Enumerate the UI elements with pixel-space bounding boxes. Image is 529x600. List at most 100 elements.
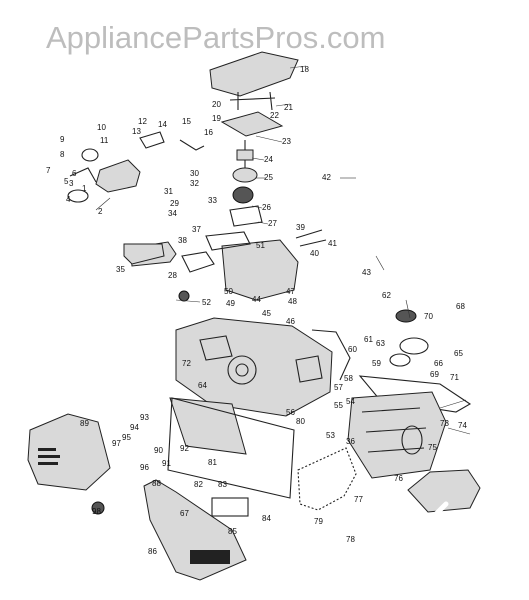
rear-handle bbox=[407, 469, 481, 513]
callout-14: 14 bbox=[158, 120, 167, 129]
callout-59: 59 bbox=[372, 359, 381, 368]
callout-65: 65 bbox=[454, 349, 463, 358]
callout-98: 98 bbox=[92, 507, 101, 516]
callout-11: 11 bbox=[100, 136, 109, 145]
leader-lines bbox=[95, 65, 471, 435]
callout-47: 47 bbox=[286, 287, 295, 296]
callout-67: 67 bbox=[180, 509, 189, 518]
callout-78: 78 bbox=[346, 535, 355, 544]
callout-91: 91 bbox=[162, 459, 171, 468]
callout-15: 15 bbox=[182, 117, 191, 126]
callout-96: 96 bbox=[140, 463, 149, 472]
callout-69: 69 bbox=[430, 370, 439, 379]
callout-36: 36 bbox=[346, 437, 355, 446]
callout-labels: 1 2 3 4 5 6 7 8 9 10 11 12 13 14 15 16 1… bbox=[46, 65, 467, 556]
callout-88: 88 bbox=[152, 479, 161, 488]
chain bbox=[297, 447, 357, 511]
callout-31: 31 bbox=[164, 187, 173, 196]
callout-5: 5 bbox=[64, 177, 69, 186]
cover-knob bbox=[91, 501, 105, 515]
handle-grip bbox=[123, 243, 165, 265]
handle-pin bbox=[229, 91, 276, 111]
callout-63: 63 bbox=[376, 339, 385, 348]
callout-8: 8 bbox=[60, 150, 65, 159]
callout-29: 29 bbox=[170, 199, 179, 208]
callout-57: 57 bbox=[334, 383, 343, 392]
side-cover bbox=[27, 413, 111, 491]
callout-45: 45 bbox=[262, 309, 271, 318]
callout-9: 9 bbox=[60, 135, 65, 144]
callout-68: 68 bbox=[456, 302, 465, 311]
callout-62: 62 bbox=[382, 291, 391, 300]
part-drawings bbox=[27, 51, 481, 581]
callout-23: 23 bbox=[282, 137, 291, 146]
callout-73: 73 bbox=[440, 419, 449, 428]
lower-grip-inner bbox=[369, 501, 449, 543]
callout-74: 74 bbox=[458, 421, 467, 430]
callout-93: 93 bbox=[140, 413, 149, 422]
callout-44: 44 bbox=[252, 295, 261, 304]
callout-79: 79 bbox=[314, 517, 323, 526]
callout-2: 2 bbox=[98, 207, 103, 216]
callout-95: 95 bbox=[122, 433, 131, 442]
callout-35: 35 bbox=[116, 265, 125, 274]
callout-75: 75 bbox=[428, 443, 437, 452]
callout-6: 6 bbox=[72, 169, 77, 178]
callout-81: 81 bbox=[208, 458, 217, 467]
callout-92: 92 bbox=[180, 444, 189, 453]
callout-24: 24 bbox=[264, 155, 273, 164]
callout-82: 82 bbox=[194, 480, 203, 489]
callout-53: 53 bbox=[326, 431, 335, 440]
callout-97: 97 bbox=[112, 439, 121, 448]
callout-77: 77 bbox=[354, 495, 363, 504]
callout-4: 4 bbox=[66, 195, 71, 204]
rear-housing bbox=[347, 391, 447, 479]
callout-37: 37 bbox=[192, 225, 201, 234]
ignition-assembly bbox=[67, 131, 205, 203]
callout-13: 13 bbox=[132, 127, 141, 136]
callout-61: 61 bbox=[364, 335, 373, 344]
callout-18: 18 bbox=[300, 65, 309, 74]
callout-12: 12 bbox=[138, 117, 147, 126]
callout-26: 26 bbox=[262, 203, 271, 212]
callout-41: 41 bbox=[328, 239, 337, 248]
callout-38: 38 bbox=[178, 236, 187, 245]
callout-89: 89 bbox=[80, 419, 89, 428]
callout-56: 56 bbox=[286, 408, 295, 417]
callout-21: 21 bbox=[284, 103, 293, 112]
callout-72: 72 bbox=[182, 359, 191, 368]
callout-55: 55 bbox=[334, 401, 343, 410]
callout-94: 94 bbox=[130, 423, 139, 432]
callout-28: 28 bbox=[168, 271, 177, 280]
callout-58: 58 bbox=[344, 374, 353, 383]
gasket-plate bbox=[220, 111, 284, 137]
callout-76: 76 bbox=[394, 474, 403, 483]
callout-52: 52 bbox=[202, 298, 211, 307]
callout-80: 80 bbox=[296, 417, 305, 426]
callout-48: 48 bbox=[288, 297, 297, 306]
callout-84: 84 bbox=[262, 514, 271, 523]
callout-49: 49 bbox=[226, 299, 235, 308]
callout-1: 1 bbox=[82, 184, 87, 193]
callout-86: 86 bbox=[148, 547, 157, 556]
callout-50: 50 bbox=[224, 287, 233, 296]
callout-42: 42 bbox=[322, 173, 331, 182]
callout-34: 34 bbox=[168, 209, 177, 218]
callout-51: 51 bbox=[256, 241, 265, 250]
cover-vents bbox=[38, 448, 60, 465]
guard-teeth bbox=[190, 497, 249, 564]
front-handle-inner bbox=[347, 140, 438, 247]
callout-25: 25 bbox=[264, 173, 273, 182]
callout-85: 85 bbox=[228, 527, 237, 536]
callout-54: 54 bbox=[346, 397, 355, 406]
callout-71: 71 bbox=[450, 373, 459, 382]
callout-20: 20 bbox=[212, 100, 221, 109]
watermark: AppliancePartsPros.com bbox=[46, 20, 385, 55]
callout-22: 22 bbox=[270, 111, 279, 120]
callout-40: 40 bbox=[310, 249, 319, 258]
engine-block bbox=[175, 317, 351, 417]
callout-64: 64 bbox=[198, 381, 207, 390]
guide-bar bbox=[167, 397, 295, 499]
cap-stack bbox=[229, 140, 263, 227]
